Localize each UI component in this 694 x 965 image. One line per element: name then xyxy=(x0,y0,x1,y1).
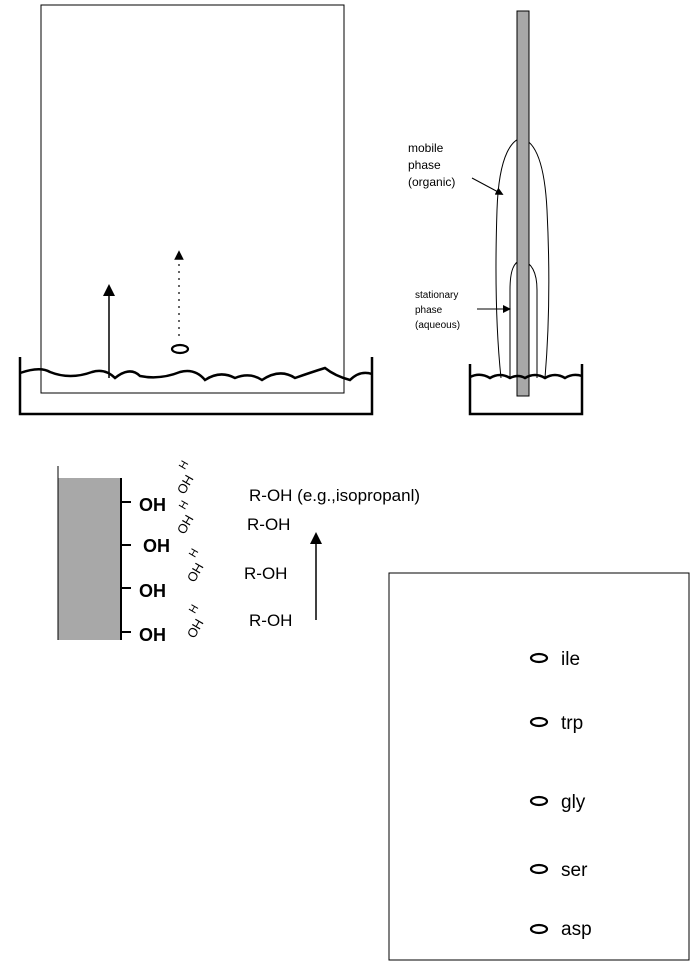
surface-oh-group: OH xyxy=(139,581,166,601)
stationary-phase-label: stationary phase (aqueous) xyxy=(415,290,461,331)
svg-text:H: H xyxy=(187,603,201,616)
tank-outline xyxy=(18,357,374,416)
developed-plate-panel: ile trp gly ser asp xyxy=(388,572,690,961)
solvent-label: R-OH xyxy=(244,564,287,583)
paper-strip-panel: mobile phase (organic) stationary phase … xyxy=(408,10,584,416)
solvent-surface xyxy=(19,366,373,382)
bound-water-molecule: OH H xyxy=(174,499,197,537)
spot-label-ile: ile xyxy=(561,649,580,670)
svg-text:H: H xyxy=(177,499,191,512)
surface-oh-group: OH xyxy=(139,495,166,515)
svg-text:OH: OH xyxy=(184,560,207,584)
bound-water-molecule: OH H xyxy=(184,547,207,585)
spot-ile xyxy=(529,652,549,664)
solid-support xyxy=(58,478,121,640)
developed-plate xyxy=(388,572,690,961)
svg-text:OH: OH xyxy=(174,512,197,536)
solvent-label: R-OH xyxy=(249,611,292,630)
spot-trp xyxy=(529,716,549,728)
surface-oh-group: OH xyxy=(143,536,170,556)
svg-text:OH: OH xyxy=(184,616,207,640)
spot-label-ser: ser xyxy=(561,860,588,881)
solvent-label: R-OH xyxy=(247,515,290,534)
bound-water-molecule: OH H xyxy=(184,603,207,641)
svg-text:H: H xyxy=(187,547,201,560)
svg-text:H: H xyxy=(177,459,191,472)
bound-water-molecule: OH H xyxy=(174,459,197,497)
spot-gly xyxy=(529,795,549,807)
spot-asp xyxy=(529,923,549,935)
spot-label-asp: asp xyxy=(561,919,592,940)
svg-text:OH: OH xyxy=(174,472,197,496)
paper-strip xyxy=(516,10,530,397)
sample-spot xyxy=(170,343,190,355)
tlc-plate xyxy=(40,4,345,394)
mobile-phase-label: mobile phase (organic) xyxy=(408,141,455,189)
developing-tank-panel xyxy=(18,4,374,416)
spot-label-gly: gly xyxy=(561,792,586,813)
beaker-solvent-surface xyxy=(469,373,583,380)
mobile-phase-pointer xyxy=(471,177,504,195)
spot-ser xyxy=(529,863,549,875)
beaker-outline xyxy=(468,364,584,416)
spot-label-trp: trp xyxy=(561,713,583,734)
solvent-label: R-OH (e.g.,isopropanl) xyxy=(249,486,420,505)
surface-oh-group: OH xyxy=(139,625,166,645)
surface-interaction-panel: OH OH H R-OH (e.g.,isopropanl) OH OH H R… xyxy=(57,459,420,645)
